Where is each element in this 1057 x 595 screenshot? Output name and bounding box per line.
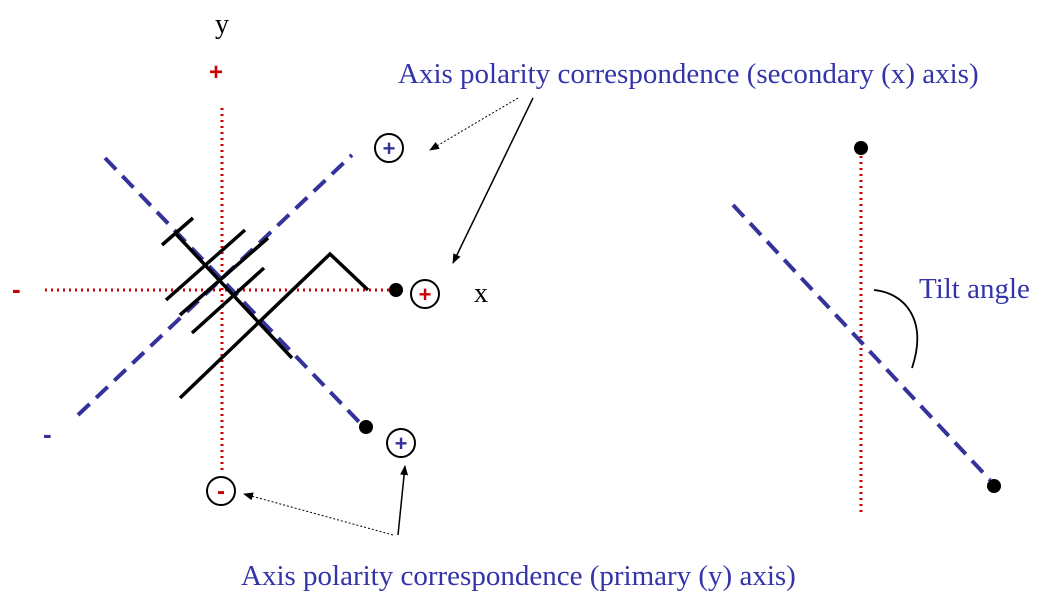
secondary-minus-sign: - <box>43 419 52 449</box>
tilted-axis-end-dot <box>359 420 373 434</box>
primary-plus-right-marker: + <box>410 279 440 309</box>
tilted-end-dot <box>987 479 1001 493</box>
secondary-plus-lower-marker: + <box>386 428 416 458</box>
x-axis-label: x <box>474 278 488 309</box>
tracker-sketch <box>160 216 370 400</box>
secondary-label-arrows <box>429 97 534 264</box>
tilt-angle-figure: Tilt angle <box>731 141 1030 515</box>
x-minus-sign: - <box>12 274 21 304</box>
svg-text:+: + <box>395 431 408 456</box>
svg-text:-: - <box>217 478 225 505</box>
primary-minus-bottom-marker: - <box>206 476 236 506</box>
primary-axis-label: Axis polarity correspondence (primary (y… <box>241 560 796 592</box>
vertical-top-dot <box>854 141 868 155</box>
y-axis-label: y <box>215 9 229 40</box>
secondary-plus-upper-marker: + <box>374 133 404 163</box>
tilt-angle-label: Tilt angle <box>919 273 1030 305</box>
tilted-axis-line <box>731 203 992 482</box>
y-plus-sign: + <box>209 59 223 86</box>
left-figure: y x + - - + + + - <box>12 9 979 592</box>
primary-label-arrows <box>243 465 409 536</box>
svg-text:+: + <box>419 282 432 307</box>
secondary-axis-label: Axis polarity correspondence (secondary … <box>398 58 979 90</box>
tilt-angle-arc <box>873 289 918 369</box>
svg-text:+: + <box>383 136 396 161</box>
x-axis-end-dot <box>389 283 403 297</box>
tilted-primary-axis-line <box>103 156 364 427</box>
